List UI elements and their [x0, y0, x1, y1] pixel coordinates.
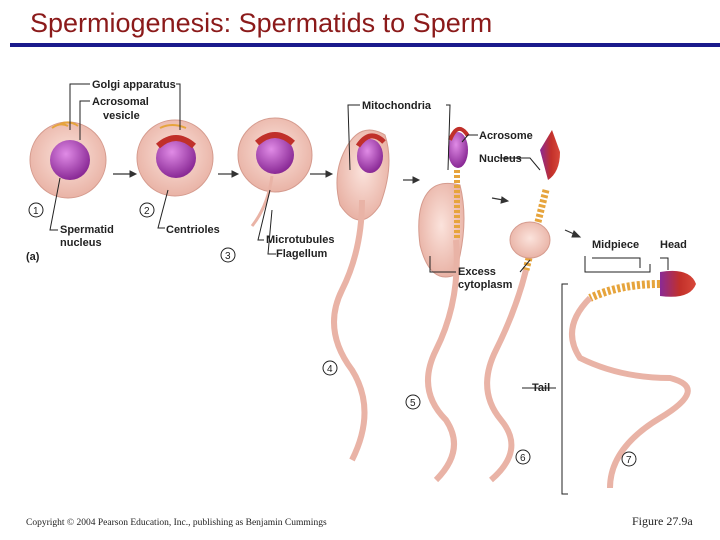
step-number-3: 3 — [220, 247, 236, 263]
label-spermatid-1: Spermatid — [60, 224, 114, 236]
stage-4-spermatid — [331, 129, 390, 462]
svg-text:4: 4 — [327, 364, 333, 375]
stage-1-spermatid — [29, 121, 107, 199]
label-head: Head — [660, 239, 687, 251]
slide-title: Spermiogenesis: Spermatids to Sperm — [30, 8, 493, 38]
title-rule — [10, 43, 720, 47]
label-nucleus: Nucleus — [479, 153, 522, 165]
label-excess-1: Excess — [458, 266, 496, 278]
label-golgi-apparatus: Golgi apparatus — [92, 79, 176, 91]
step-number-2: 2 — [139, 202, 155, 218]
stage-3-spermatid — [237, 117, 313, 227]
stage-7-sperm — [569, 270, 696, 489]
label-mitochondria: Mitochondria — [362, 100, 432, 112]
label-acrosomal-vesicle-1: Acrosomal — [92, 96, 149, 108]
stage-2-spermatid — [136, 119, 214, 197]
svg-text:6: 6 — [520, 453, 526, 464]
svg-text:5: 5 — [410, 398, 416, 409]
svg-text:7: 7 — [626, 455, 632, 466]
stage-5-spermatid — [418, 127, 470, 483]
label-excess-2: cytoplasm — [458, 279, 513, 291]
svg-text:2: 2 — [144, 206, 150, 217]
label-flagellum: Flagellum — [276, 248, 328, 260]
leader-lines — [49, 83, 669, 495]
stage-arrows — [113, 170, 582, 238]
label-acrosomal-vesicle-2: vesicle — [103, 110, 140, 122]
label-tail: Tail — [532, 382, 550, 394]
step-number-7: 7 — [621, 451, 637, 467]
label-spermatid-2: nucleus — [60, 237, 102, 249]
label-midpiece: Midpiece — [592, 239, 639, 251]
figure-number: Figure 27.9a — [632, 514, 693, 528]
stage-6-spermatid — [484, 130, 560, 483]
step-number-5: 5 — [405, 394, 421, 410]
step-number-6: 6 — [515, 449, 531, 465]
panel-label: (a) — [26, 251, 40, 263]
svg-text:1: 1 — [33, 206, 39, 217]
label-acrosome: Acrosome — [479, 130, 533, 142]
step-number-1: 1 — [28, 202, 44, 218]
svg-text:3: 3 — [225, 251, 231, 262]
label-centrioles: Centrioles — [166, 224, 220, 236]
step-number-4: 4 — [322, 360, 338, 376]
copyright-text: Copyright © 2004 Pearson Education, Inc.… — [26, 518, 327, 528]
label-microtubules: Microtubules — [266, 234, 334, 246]
